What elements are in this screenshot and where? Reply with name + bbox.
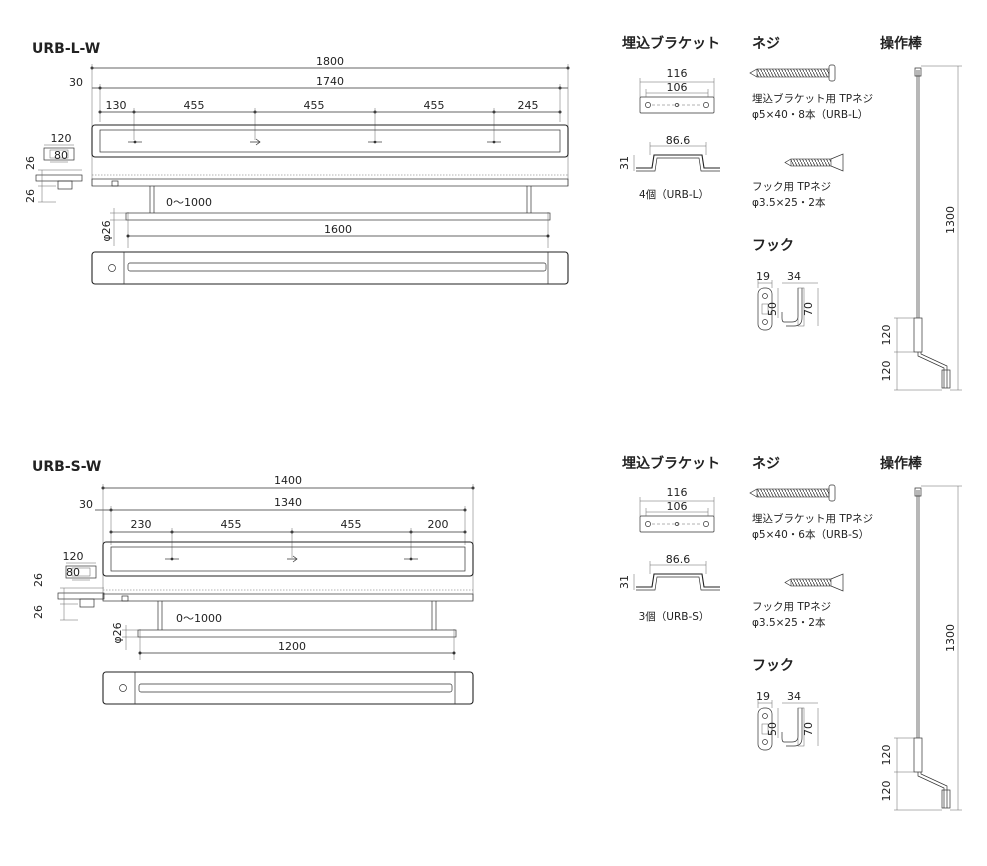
- dim-offset: 30: [79, 498, 93, 511]
- rod-grip-height: 120: [880, 745, 893, 766]
- end-inner-width: 80: [54, 149, 68, 162]
- dim-seg: 130: [106, 99, 127, 112]
- bracket-title: 埋込ブラケット: [622, 455, 720, 472]
- housing-bottom-view: [102, 671, 474, 705]
- rod-crank-height: 120: [880, 361, 893, 382]
- bracket-width-inner: 106: [667, 500, 688, 513]
- dim-seg: 455: [341, 518, 362, 531]
- end-cap-detail: [57, 562, 105, 621]
- pole-length: 1600: [324, 223, 352, 236]
- dim-total: 1400: [274, 474, 302, 487]
- screw-note: φ5×40・8本（URB-L）: [752, 108, 868, 121]
- housing-top-view: [91, 124, 569, 158]
- rod-length: 1300: [944, 624, 957, 652]
- dim-inner: 1740: [316, 75, 344, 88]
- dim-inner: 1340: [274, 496, 302, 509]
- end-width: 120: [51, 132, 72, 145]
- bracket-height: 31: [618, 156, 631, 170]
- bracket-quantity: 4個（URB-L）: [639, 188, 709, 201]
- hook-height-1: 50: [766, 302, 779, 316]
- screw-note: 埋込ブラケット用 TPネジ: [752, 512, 873, 525]
- end-height-2: 26: [32, 605, 45, 619]
- bracket-width-bend: 86.6: [666, 553, 691, 566]
- dimension-lines: [95, 484, 475, 600]
- screw-title: ネジ: [752, 456, 780, 472]
- rod-title: 操作棒: [880, 35, 923, 52]
- dim-offset: 30: [69, 76, 83, 89]
- housing-top-view: [102, 541, 474, 577]
- range-label: 0～1000: [176, 612, 222, 625]
- dim-seg: 455: [184, 99, 205, 112]
- hook-title: フック: [752, 238, 794, 254]
- section-s: URB-S-W 1400 1340 30 230 455 455 200: [32, 455, 963, 811]
- section-l: URB-L-W 1800 1740 30 130 455 455 455 245: [24, 35, 963, 391]
- dimension-lines: [90, 64, 570, 186]
- bracket-quantity: 3個（URB-S）: [639, 610, 710, 623]
- hook-width-2: 34: [787, 270, 801, 283]
- pole-length: 1200: [278, 640, 306, 653]
- dim-seg: 230: [131, 518, 152, 531]
- bracket-title: 埋込ブラケット: [622, 35, 720, 52]
- range-label: 0～1000: [166, 196, 212, 209]
- screw-note: 埋込ブラケット用 TPネジ: [752, 92, 873, 105]
- hook-width-1: 19: [756, 270, 770, 283]
- dim-seg: 245: [518, 99, 539, 112]
- screw-note: フック用 TPネジ: [752, 601, 831, 613]
- housing-side-view: [91, 174, 569, 248]
- end-height-2: 26: [24, 189, 37, 203]
- screw-note: フック用 TPネジ: [752, 181, 831, 193]
- hook-width-2: 34: [787, 690, 801, 703]
- rod-crank-height: 120: [880, 781, 893, 802]
- pole-diameter: φ26: [111, 622, 124, 643]
- dim-seg: 455: [304, 99, 325, 112]
- hook-width-1: 19: [756, 690, 770, 703]
- screw-title: ネジ: [752, 36, 780, 52]
- bracket-width-inner: 106: [667, 81, 688, 94]
- rod-length: 1300: [944, 206, 957, 234]
- rod-title: 操作棒: [880, 455, 923, 472]
- dim-seg: 455: [424, 99, 445, 112]
- bracket-width-outer: 116: [667, 486, 688, 499]
- bracket-width-outer: 116: [667, 67, 688, 80]
- hook-height-1: 50: [766, 722, 779, 736]
- dim-seg: 455: [221, 518, 242, 531]
- dim-seg: 200: [428, 518, 449, 531]
- bracket-height: 31: [618, 575, 631, 589]
- screw-note: φ5×40・6本（URB-S）: [752, 528, 869, 541]
- pole-diameter: φ26: [100, 220, 113, 241]
- end-width: 120: [63, 550, 84, 563]
- section-title: URB-L-W: [32, 41, 100, 57]
- rod-grip-height: 120: [880, 325, 893, 346]
- dim-total: 1800: [316, 55, 344, 68]
- end-inner-width: 80: [66, 566, 80, 579]
- screw-note: φ3.5×25・2本: [752, 196, 826, 209]
- hook-height-2: 70: [802, 722, 815, 736]
- end-height-1: 26: [32, 573, 45, 587]
- hook-title: フック: [752, 658, 794, 674]
- hook-height-2: 70: [802, 302, 815, 316]
- section-title: URB-S-W: [32, 459, 101, 475]
- housing-side-view: [102, 589, 474, 660]
- housing-bottom-view: [91, 251, 569, 285]
- bracket-width-bend: 86.6: [666, 134, 691, 147]
- end-height-1: 26: [24, 156, 37, 170]
- screw-note: φ3.5×25・2本: [752, 616, 826, 629]
